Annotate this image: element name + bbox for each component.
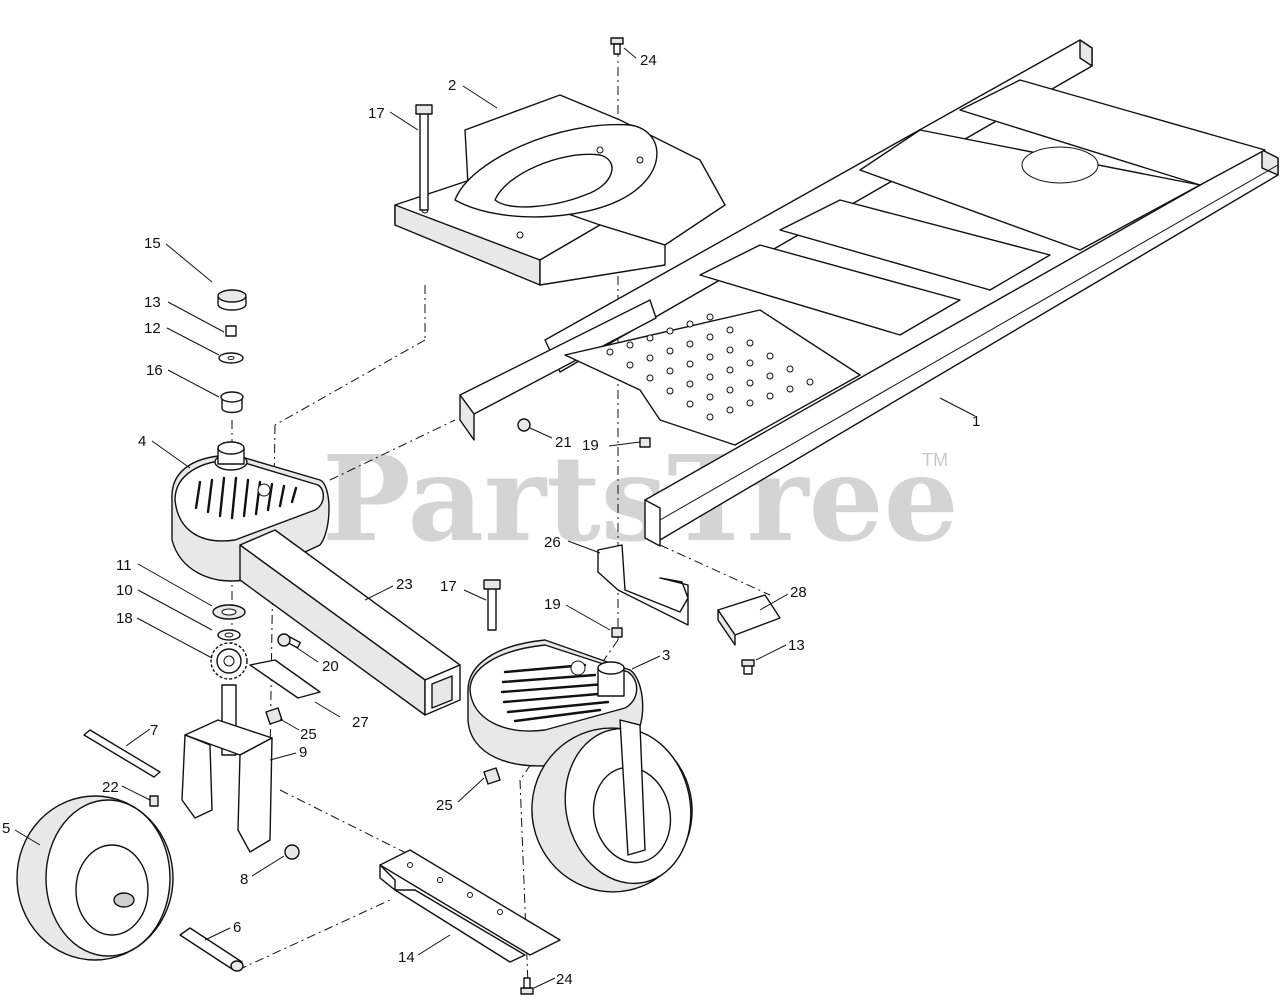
- left-wheel: [16, 795, 174, 961]
- clip-27: [249, 659, 321, 699]
- cap-15: [217, 289, 247, 311]
- callout-22: 22: [102, 779, 119, 796]
- main-frame: [459, 39, 1279, 547]
- callout-13-bottom: 13: [788, 637, 805, 654]
- callout-18: 18: [116, 610, 133, 627]
- callout-19-top: 19: [582, 437, 599, 454]
- bolt-17-mid: [483, 579, 501, 631]
- callout-25-left: 25: [300, 726, 317, 743]
- watermark-brand: PartsTree: [322, 429, 959, 568]
- callout-5: 5: [2, 820, 10, 837]
- screw-24-bottom: [520, 977, 534, 995]
- callout-8: 8: [240, 871, 248, 888]
- callout-24-bottom: 24: [556, 971, 573, 988]
- callout-1: 1: [972, 413, 980, 430]
- callout-15: 15: [144, 235, 161, 252]
- spacer-6: [179, 927, 244, 972]
- nut-13-top: [225, 325, 237, 337]
- nut-19-top: [639, 437, 651, 448]
- bracket-26: [597, 544, 689, 626]
- nut-25-left: [265, 707, 283, 725]
- callout-25-right: 25: [436, 797, 453, 814]
- callout-6: 6: [233, 919, 241, 936]
- callout-21: 21: [555, 434, 572, 451]
- pin-7: [83, 729, 161, 778]
- bolt-20: [277, 633, 302, 649]
- callout-2: 2: [448, 77, 456, 94]
- callout-20: 20: [322, 658, 339, 675]
- footplate-cover: [394, 94, 726, 286]
- housing-4-ribs: [194, 476, 298, 520]
- callout-27: 27: [352, 714, 369, 731]
- watermark-trademark: TM: [922, 450, 948, 470]
- callout-10: 10: [116, 582, 133, 599]
- callout-24-top: 24: [640, 52, 657, 69]
- callout-17-mid: 17: [440, 578, 457, 595]
- bearing-11: [212, 604, 246, 620]
- callout-9: 9: [299, 744, 307, 761]
- bushing-16: [220, 391, 244, 414]
- nut-21: [517, 418, 531, 432]
- washer-10: [217, 629, 241, 641]
- screw-24-top: [610, 37, 624, 55]
- callout-26: 26: [544, 534, 561, 551]
- callout-11: 11: [116, 557, 132, 574]
- left-caster-yoke: [181, 684, 273, 853]
- callout-28: 28: [790, 584, 807, 601]
- nut-25-right: [483, 767, 501, 785]
- callout-13-top: 13: [144, 294, 161, 311]
- bracket-28: [717, 594, 781, 646]
- floor-holes: [606, 313, 814, 421]
- callout-4: 4: [138, 433, 146, 450]
- callout-3: 3: [662, 647, 670, 664]
- gear-18: [210, 642, 248, 680]
- callout-23: 23: [396, 576, 413, 593]
- nut-8: [284, 844, 300, 860]
- right-caster-wheel: [531, 719, 693, 893]
- front-axle-tube: [239, 529, 461, 716]
- callout-17-top: 17: [368, 105, 385, 122]
- nut-19-bottom: [611, 627, 623, 638]
- callout-12: 12: [144, 320, 161, 337]
- leader-lines: [14, 47, 976, 989]
- callout-16: 16: [146, 362, 163, 379]
- fitting-22: [149, 795, 159, 807]
- washer-12: [218, 352, 244, 364]
- callout-14: 14: [398, 949, 415, 966]
- screw-13-bottom: [741, 659, 755, 675]
- callout-7: 7: [150, 722, 158, 739]
- callout-labels: 24 2 17 15 13 12 16 4 21 19 1 26 11 10 1…: [2, 52, 980, 988]
- callout-19-bottom: 19: [544, 596, 561, 613]
- plate-14: [379, 849, 561, 963]
- bolt-17-top: [415, 104, 433, 211]
